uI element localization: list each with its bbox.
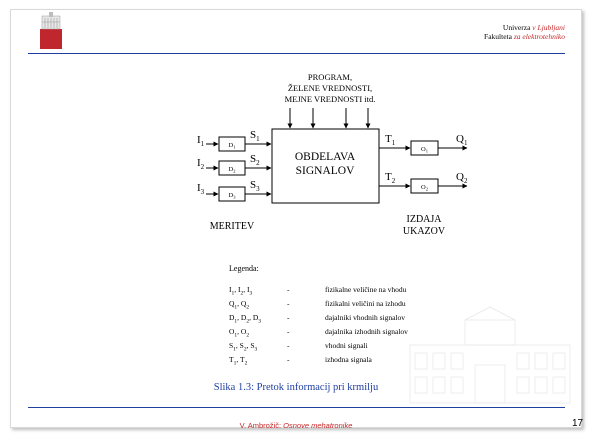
output-signal-label-1: T1: [385, 133, 396, 147]
central-block-line-1: OBDELAVA: [295, 151, 356, 163]
legend-description: vhodni signali: [325, 341, 368, 350]
output-signal-label-2: T2: [385, 171, 396, 185]
signal-label-3: S3: [250, 179, 260, 193]
faculty-prefix: Fakulteta: [484, 32, 512, 41]
legend-dash: -: [287, 285, 290, 294]
legend-description: dajalniki vhodnih signalov: [325, 313, 405, 322]
program-line-3: MEJNE VREDNOSTI itd.: [285, 94, 376, 104]
slide-frame: [10, 9, 582, 428]
legend-dash: -: [287, 299, 290, 308]
legend-title: Legenda:: [229, 264, 259, 273]
legend-row: D1, D2, D3 - dajalniki vhodnih signalov: [229, 313, 408, 327]
legend-description: izhodna signala: [325, 355, 372, 364]
actuator-label-1: O1: [421, 146, 428, 154]
footer-author: V. Ambrožič:: [239, 421, 282, 430]
legend-symbol: T1, T2: [229, 355, 248, 367]
izdaja-label-line-1: IZDAJA: [407, 214, 443, 225]
university-header: Univerza v Ljubljani Fakulteta za elektr…: [484, 23, 565, 41]
university-prefix: Univerza: [502, 23, 531, 32]
sensor-label-3: D3: [229, 192, 237, 200]
university-logo: [40, 12, 62, 49]
program-arrows: [287, 108, 371, 129]
building-watermark: [409, 306, 571, 404]
legend-row: I1, I2, I3 - fizikalne veličine na vhodu: [229, 285, 408, 299]
page-number: 17: [572, 418, 584, 429]
footer-rule: [28, 407, 565, 408]
footer-title: Osnove mehatronike: [283, 421, 353, 430]
program-line-2: ŽELENE VREDNOSTI,: [288, 83, 372, 93]
legend-row: S1, S2, S3 - vhodni signali: [229, 341, 408, 355]
legend-dash: -: [287, 355, 290, 364]
figure-caption: Slika 1.3: Pretok informacij pri krmilju: [213, 382, 379, 393]
legend-symbol: S1, S2, S3: [229, 341, 258, 353]
output-label-1: Q1: [456, 133, 468, 147]
legend-row: Q1, Q2 - fizikalni veličini na izhodu: [229, 299, 408, 313]
sensor-label-2: D2: [229, 166, 236, 174]
legend-symbol: D1, D2, D3: [229, 313, 262, 325]
central-block-line-2: SIGNALOV: [296, 165, 355, 177]
faculty-name: za elektrotehniko: [513, 32, 565, 41]
footer: V. Ambrožič: Osnove mehatronike: [0, 421, 592, 430]
legend-symbol: Q1, Q2: [229, 299, 250, 311]
signal-label-2: S2: [250, 153, 260, 167]
legend-symbol: I1, I2, I3: [229, 285, 253, 297]
output-label-2: Q2: [456, 171, 468, 185]
legend-description: dajalnika izhodnih signalov: [325, 327, 408, 336]
input-label-1: I1: [197, 134, 205, 148]
input-label-2: I2: [197, 157, 205, 171]
sensor-label-1: D1: [229, 142, 236, 150]
legend-symbol: O1, O2: [229, 327, 250, 339]
signal-label-1: S1: [250, 129, 260, 143]
legend-dash: -: [287, 313, 290, 322]
legend-row: T1, T2 - izhodna signala: [229, 355, 408, 369]
actuator-label-2: O2: [421, 184, 428, 192]
header-rule: [28, 53, 565, 54]
legend-dash: -: [287, 341, 290, 350]
signal-processing-block: [271, 128, 380, 204]
izdaja-label-line-2: UKAZOV: [403, 226, 446, 237]
legend-dash: -: [287, 327, 290, 336]
legend-row: O1, O2 - dajalnika izhodnih signalov: [229, 327, 408, 341]
university-name: v Ljubljani: [532, 23, 565, 32]
legend-description: fizikalne veličine na vhodu: [325, 285, 407, 294]
input-label-3: I3: [197, 182, 205, 196]
meritev-label: MERITEV: [210, 221, 255, 232]
program-line-1: PROGRAM,: [308, 72, 352, 82]
legend-description: fizikalni veličini na izhodu: [325, 299, 406, 308]
